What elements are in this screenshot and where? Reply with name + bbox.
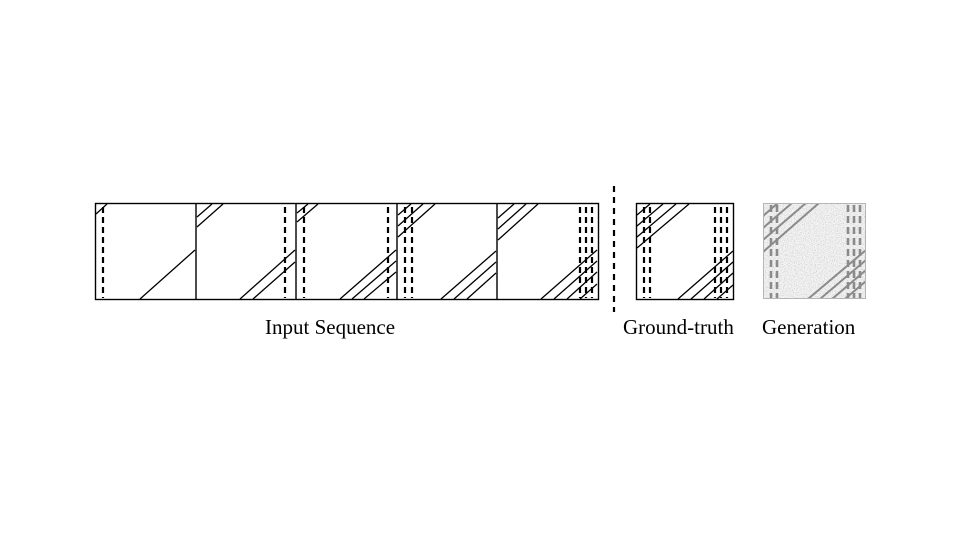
diagonal-line [566, 271, 598, 300]
diagonal-line [466, 272, 497, 300]
input-frame-5 [497, 203, 598, 300]
ground-truth-caption: Ground-truth [623, 315, 734, 339]
diagonal-line [716, 284, 734, 300]
diagonal-line [497, 203, 515, 219]
diagonal-line [553, 260, 598, 300]
diagonal-line [397, 203, 424, 227]
input-sequence-caption: Input Sequence [265, 315, 396, 339]
diagonal-line [139, 249, 196, 300]
diagonal-line [636, 203, 690, 249]
diagonal-line [453, 261, 497, 300]
diagonal-line [95, 203, 108, 215]
diagonal-line [540, 249, 598, 300]
diagonal-line [363, 271, 397, 300]
input-frame-4 [397, 203, 497, 300]
diagonal-line [196, 203, 213, 218]
input-frame-2 [196, 203, 296, 300]
diagonal-line [763, 203, 820, 253]
generation-background [763, 203, 866, 299]
generation-frame [763, 203, 866, 299]
diagonal-line [351, 260, 397, 300]
generation-caption: Generation [762, 315, 856, 339]
diagonal-line [807, 249, 866, 299]
diagonal-line [819, 259, 866, 299]
input-frame-1 [95, 203, 196, 300]
diagonal-line [703, 272, 734, 300]
diagonal-line [763, 203, 793, 229]
diagonal-line [636, 203, 664, 227]
diagonal-line [497, 203, 539, 241]
diagonal-line [579, 283, 598, 300]
input-frame-3 [296, 203, 397, 300]
diagonal-line [339, 249, 397, 300]
diagonal-line [440, 250, 497, 300]
diagonal-line [677, 250, 734, 300]
diagonal-line [252, 261, 296, 300]
diagonal-line [497, 203, 527, 230]
ground-truth-border [635, 202, 735, 301]
ground-truth-frame [635, 202, 735, 301]
input-strip-border [94, 202, 600, 301]
diagonal-line [196, 203, 224, 228]
generation-border [763, 203, 866, 299]
diagonal-line [296, 203, 319, 223]
input-sequence-strip [94, 202, 600, 301]
diagonal-line [239, 249, 296, 300]
diagonal-line [296, 203, 309, 214]
